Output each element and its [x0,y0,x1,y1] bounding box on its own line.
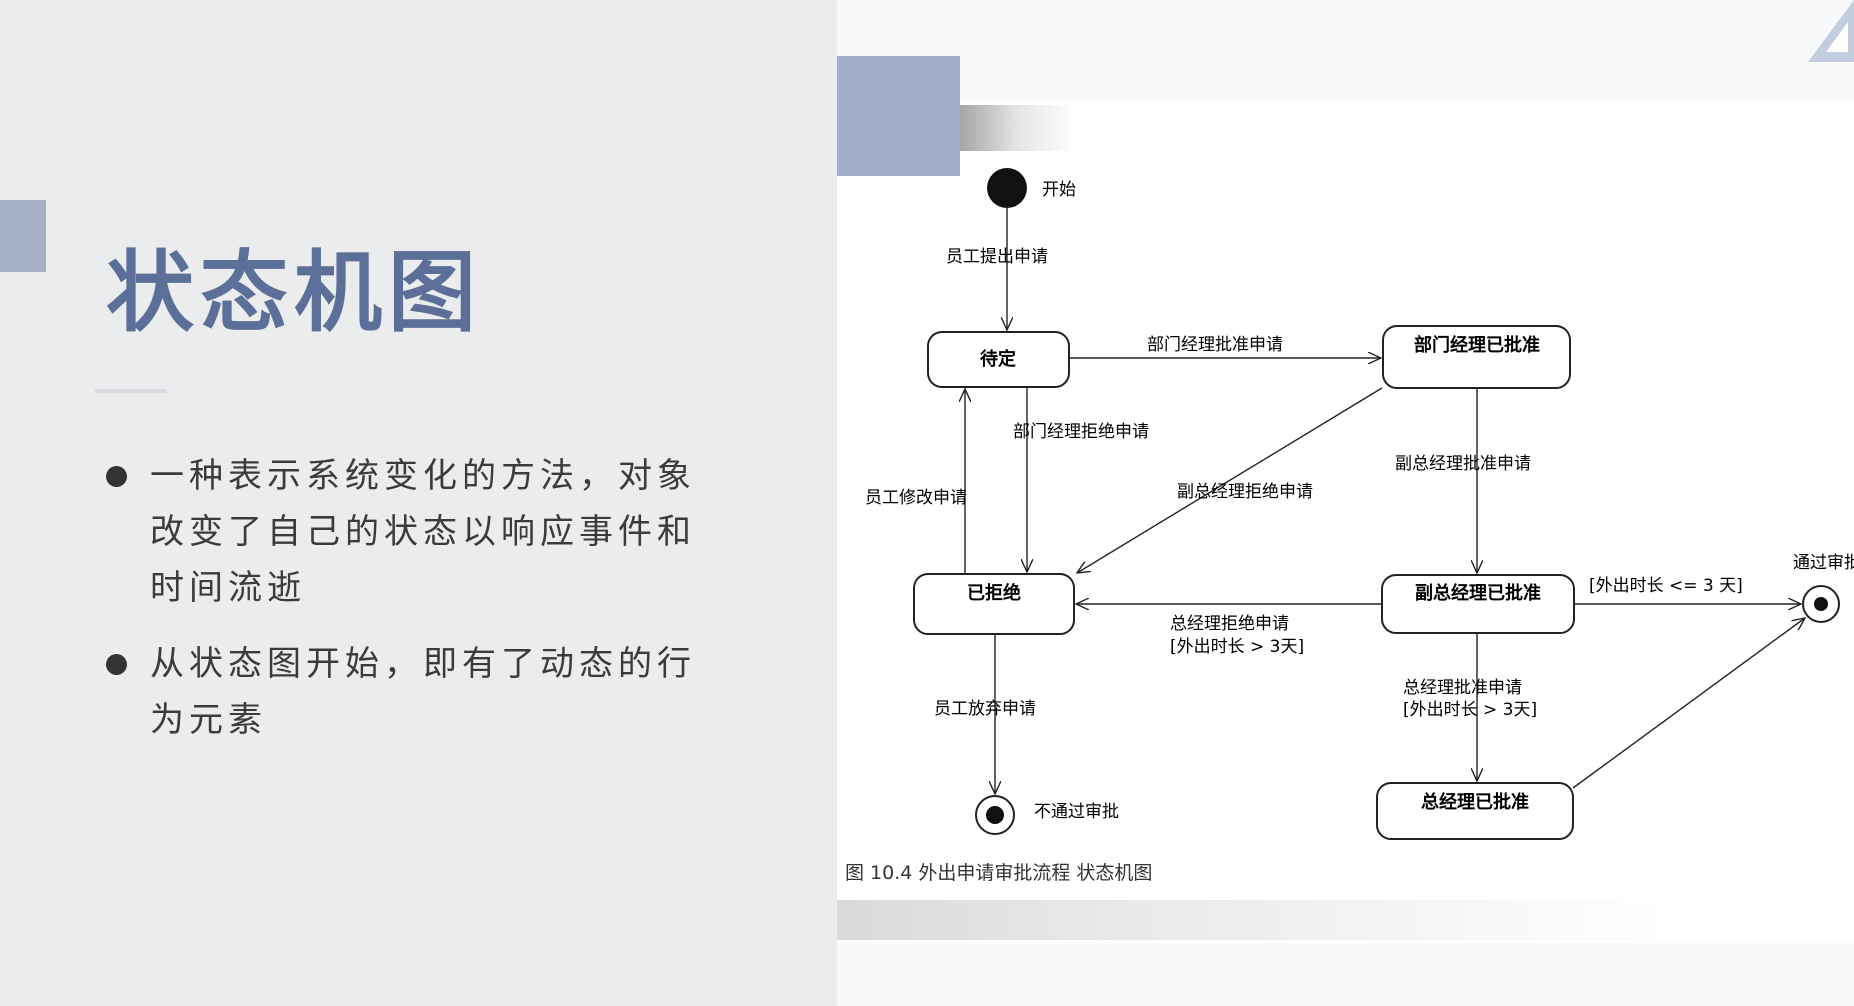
end-node-pass [1802,585,1840,623]
label-short-guard: [外出时长 <= 3 天] [1589,576,1743,596]
left-panel [0,0,837,1006]
state-label: 副总经理已批准 [1415,582,1541,604]
state-pending: 待定 [927,331,1070,388]
label-modify: 员工修改申请 [865,488,967,508]
label-vp-approve: 副总经理批准申请 [1395,454,1531,474]
scan-blur-bar [837,900,1667,940]
title-divider [95,389,167,393]
state-label: 待定 [980,348,1016,370]
left-accent-block [0,200,46,272]
bullet-list: 一种表示系统变化的方法，对象改变了自己的状态以响应事件和时间流逝 从状态图开始，… [106,448,726,768]
scan-shadow [957,105,1077,151]
start-label: 开始 [1042,180,1076,200]
bullet-dot-icon [106,466,127,487]
label-submit: 员工提出申请 [946,247,1048,267]
state-rejected: 已拒绝 [913,573,1075,635]
label-gm-reject-guard: [外出时长 > 3天] [1170,637,1304,657]
arrow-vp-reject [1077,387,1383,573]
triangle-logo-icon [1808,0,1854,62]
state-label: 部门经理已批准 [1414,334,1540,356]
bullet-item: 一种表示系统变化的方法，对象改变了自己的状态以响应事件和时间流逝 [106,448,726,616]
slide-title: 状态机图 [106,241,483,344]
label-dept-reject: 部门经理拒绝申请 [1013,422,1149,442]
state-machine-figure: 开始 待定 部门经理已批准 已拒绝 副总经理已批准 总经理已批准 不通过审批 [837,103,1854,943]
bullet-dot-icon [106,654,127,675]
state-dept-approved: 部门经理已批准 [1382,325,1571,389]
bullet-item: 从状态图开始，即有了动态的行为元素 [106,636,726,748]
state-vp-approved: 副总经理已批准 [1381,574,1575,634]
start-node [987,168,1027,208]
bullet-text: 一种表示系统变化的方法，对象改变了自己的状态以响应事件和时间流逝 [150,456,696,608]
arrow-gm-pass [1572,618,1805,789]
bullet-text: 从状态图开始，即有了动态的行为元素 [150,644,696,740]
right-accent-block [837,56,960,176]
state-diagram: 开始 待定 部门经理已批准 已拒绝 副总经理已批准 总经理已批准 不通过审批 [837,105,1854,940]
state-label: 已拒绝 [967,582,1021,604]
end-fail-label: 不通过审批 [1034,802,1119,822]
label-abandon: 员工放弃申请 [934,699,1036,719]
label-gm-approve-guard: [外出时长 > 3天] [1403,700,1537,720]
label-gm-approve: 总经理批准申请 [1403,678,1522,698]
label-dept-approve: 部门经理批准申请 [1147,335,1283,355]
label-vp-reject: 副总经理拒绝申请 [1177,482,1313,502]
state-label: 总经理已批准 [1421,791,1529,813]
end-node-fail [975,795,1015,835]
label-gm-reject: 总经理拒绝申请 [1170,614,1289,634]
state-gm-approved: 总经理已批准 [1376,782,1574,840]
figure-caption: 图 10.4 外出申请审批流程 状态机图 [845,862,1152,884]
end-pass-label: 通过审批 [1793,553,1854,573]
